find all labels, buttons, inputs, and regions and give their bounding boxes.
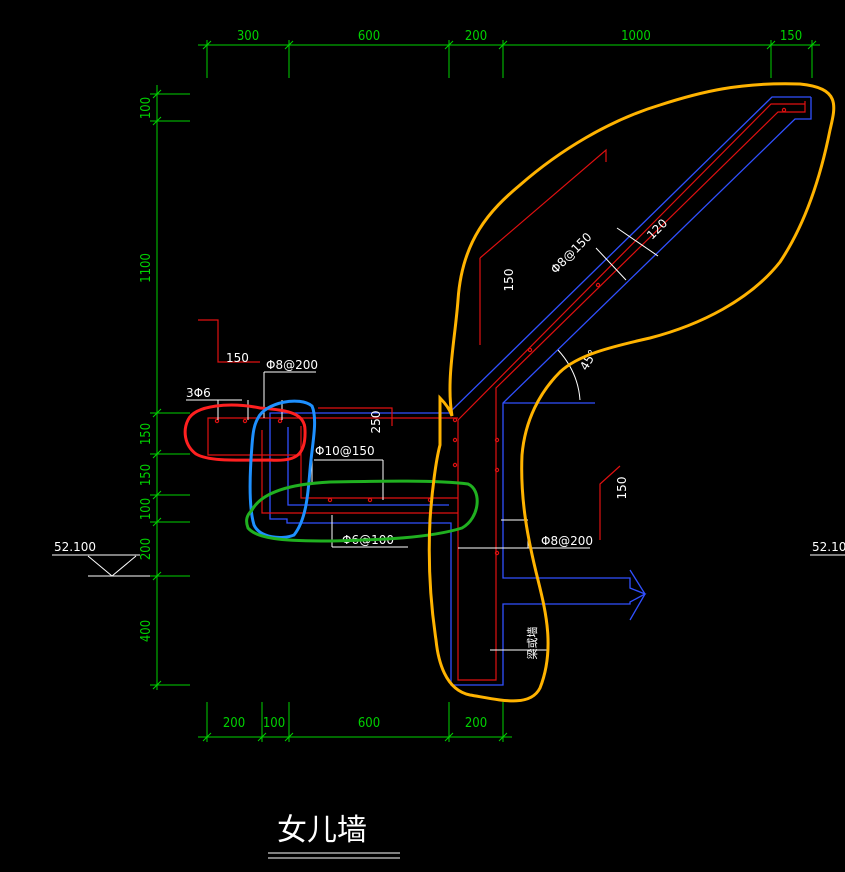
bottom-dim-200: 200: [223, 716, 245, 731]
elevation-mark-left: [52, 554, 150, 577]
title-underline: [268, 852, 400, 859]
elevation-right-text: 52.100: [812, 540, 845, 554]
left-dim-100a: 100: [139, 97, 154, 119]
label-phi10-150: Φ10@150: [315, 444, 375, 458]
orange-highlight-cloud: [427, 82, 836, 703]
left-dim-200: 200: [139, 538, 154, 560]
label-250: 250: [369, 411, 383, 434]
left-dim-100b: 100: [139, 498, 154, 520]
left-dim-150b: 150: [139, 464, 154, 486]
leader-lines: [186, 227, 659, 651]
label-phi8-200-right: Φ8@200: [541, 534, 593, 548]
elevation-left-text: 52.100: [54, 540, 96, 554]
label-120: 120: [644, 216, 670, 242]
top-dim-300: 300: [237, 29, 259, 44]
top-dim-150: 150: [780, 29, 802, 44]
green-highlight-cloud: [245, 479, 479, 543]
label-beam-or-wall: 梁或墙: [525, 627, 539, 660]
left-dim-1100: 1100: [139, 253, 154, 283]
label-phi8-150: Φ8@150: [548, 230, 595, 277]
label-phi8-200-top: Φ8@200: [266, 358, 318, 372]
bottom-dim-100: 100: [263, 716, 285, 731]
left-dimension-chain: [150, 85, 190, 690]
label-150-c: 150: [615, 477, 629, 500]
top-dimension-chain: [198, 40, 820, 78]
left-dim-150a: 150: [139, 423, 154, 445]
top-dim-600: 600: [358, 29, 380, 44]
label-150-a: 150: [226, 351, 249, 365]
top-dim-200: 200: [465, 29, 487, 44]
blue-highlight-cloud: [248, 399, 317, 539]
bottom-dim-600: 600: [358, 716, 380, 731]
label-3phi6: 3Φ6: [186, 386, 211, 400]
drawing-title: 女儿墙: [277, 813, 367, 848]
left-dim-400: 400: [139, 620, 154, 642]
bottom-dimension-chain: [198, 702, 512, 742]
label-150-b: 150: [502, 269, 516, 292]
bottom-dim-200b: 200: [465, 716, 487, 731]
rebar-lines: [198, 101, 806, 681]
top-dim-1000: 1000: [621, 29, 651, 44]
concrete-outline: [269, 96, 812, 686]
red-highlight-cloud: [183, 403, 307, 462]
